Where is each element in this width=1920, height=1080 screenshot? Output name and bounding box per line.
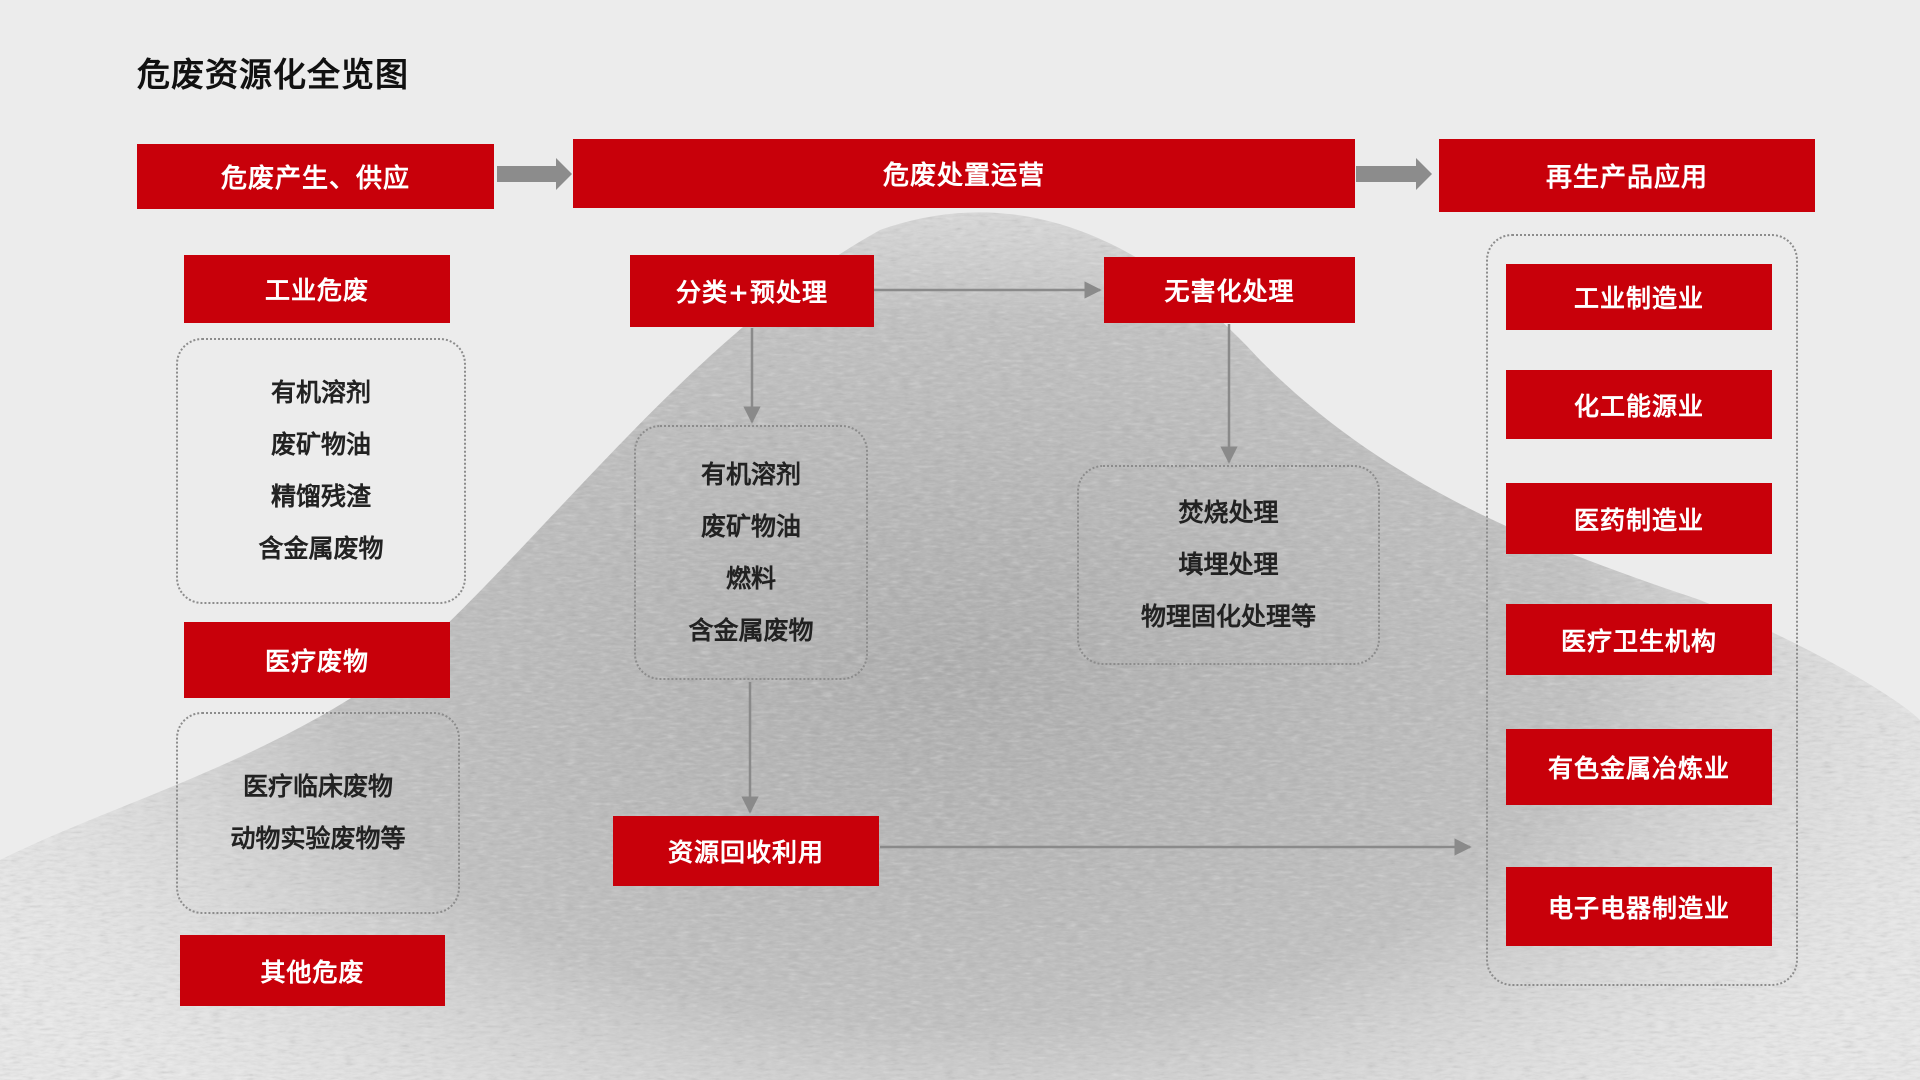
node-pretreatment: 分类+预处理 bbox=[630, 255, 874, 327]
list-item: 医疗临床废物 bbox=[242, 772, 393, 801]
group-application bbox=[1486, 234, 1798, 986]
application-item-electronics-manufacturing: 电子电器制造业 bbox=[1506, 867, 1772, 946]
application-item-nonferrous-smelting: 有色金属冶炼业 bbox=[1506, 729, 1772, 805]
node-industrial-waste: 工业危废 bbox=[184, 255, 450, 323]
list-item: 含金属废物 bbox=[688, 615, 814, 645]
node-resource-recycling: 资源回收利用 bbox=[613, 816, 879, 886]
stage-arrow-1 bbox=[497, 158, 572, 190]
stage-arrow-2 bbox=[1356, 158, 1432, 190]
page-title: 危废资源化全览图 bbox=[137, 55, 409, 94]
list-item: 物理固化处理等 bbox=[1140, 602, 1316, 631]
application-item-industrial-manufacturing: 工业制造业 bbox=[1506, 264, 1772, 330]
node-other-waste: 其他危废 bbox=[180, 935, 445, 1006]
stage-header-operation: 危废处置运营 bbox=[573, 139, 1355, 208]
node-medical-waste: 医疗废物 bbox=[184, 622, 450, 698]
stage-header-application: 再生产品应用 bbox=[1439, 139, 1815, 212]
list-item: 废矿物油 bbox=[700, 511, 801, 541]
group-industrial-items: 有机溶剂 废矿物油 精馏残渣 含金属废物 bbox=[176, 338, 466, 604]
list-item: 焚烧处理 bbox=[1178, 498, 1279, 527]
list-item: 精馏残渣 bbox=[270, 482, 371, 511]
list-item: 填埋处理 bbox=[1178, 550, 1279, 579]
list-item: 废矿物油 bbox=[270, 430, 371, 459]
node-harmless-treatment: 无害化处理 bbox=[1104, 257, 1355, 323]
list-item: 动物实验废物等 bbox=[230, 824, 406, 853]
application-item-medical-institutions: 医疗卫生机构 bbox=[1506, 604, 1772, 675]
application-item-pharmaceutical: 医药制造业 bbox=[1506, 483, 1772, 554]
application-item-chemical-energy: 化工能源业 bbox=[1506, 370, 1772, 439]
list-item: 有机溶剂 bbox=[270, 378, 371, 407]
group-harmless-items: 焚烧处理 填埋处理 物理固化处理等 bbox=[1077, 465, 1380, 665]
list-item: 燃料 bbox=[725, 563, 776, 593]
group-pretreatment-items: 有机溶剂 废矿物油 燃料 含金属废物 bbox=[634, 425, 868, 680]
group-medical-items: 医疗临床废物 动物实验废物等 bbox=[176, 712, 460, 914]
list-item: 含金属废物 bbox=[258, 534, 384, 563]
list-item: 有机溶剂 bbox=[700, 459, 801, 489]
stage-header-supply: 危废产生、供应 bbox=[137, 144, 494, 209]
